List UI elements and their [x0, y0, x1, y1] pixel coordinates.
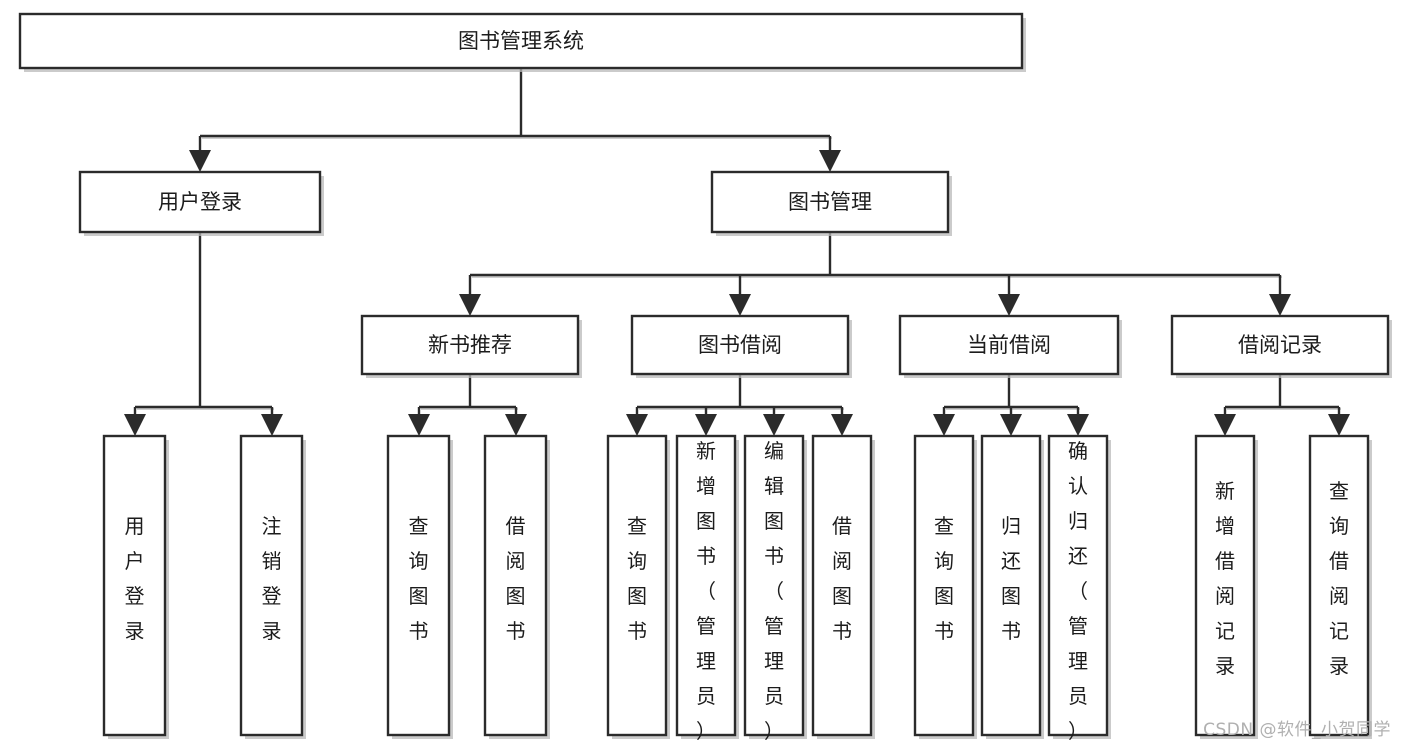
node-label-current-borrow: 当前借阅 [967, 333, 1051, 357]
node-label-root: 图书管理系统 [458, 29, 584, 53]
node-label-borrow-record: 借阅记录 [1238, 333, 1322, 357]
node-box-fn-confirm-return[interactable] [1047, 434, 1109, 737]
node-label-book-borrow: 图书借阅 [698, 333, 782, 357]
node-label-fn-add-borrow-record: 新增借阅记录 [1215, 479, 1235, 678]
node-box-fn-logout[interactable] [239, 434, 304, 737]
watermark-label: CSDN @软件_小贺同学 [1203, 720, 1391, 740]
node-label-fn-query-borrow-record: 查询借阅记录 [1329, 479, 1349, 678]
node-label-book-manage: 图书管理 [788, 190, 872, 214]
node-box-fn-user-login[interactable] [102, 434, 167, 737]
node-box-fn-query-borrow-record[interactable] [1308, 434, 1370, 737]
node-label-fn-borrow-book: 借阅图书 [832, 514, 852, 643]
node-box-fn-query-book-current[interactable] [913, 434, 975, 737]
node-box-fn-edit-book[interactable] [743, 434, 805, 737]
node-label-fn-query-book-current: 查询图书 [934, 514, 954, 643]
node-box-new-book-recommend[interactable] [360, 314, 580, 376]
node-box-fn-add-book[interactable] [675, 434, 737, 737]
node-label-fn-borrow-book-recommend: 借阅图书 [506, 514, 526, 643]
node-label-fn-confirm-return: 确认归还（管理员） [1068, 439, 1088, 743]
node-label-user-login: 用户登录 [158, 190, 242, 214]
node-label-fn-add-book: 新增图书（管理员） [696, 439, 716, 743]
node-box-fn-borrow-book[interactable] [811, 434, 873, 737]
node-box-borrow-record[interactable] [1170, 314, 1390, 376]
node-box-fn-add-borrow-record[interactable] [1194, 434, 1256, 737]
node-label-fn-logout: 注销登录 [262, 514, 282, 643]
node-label-fn-query-book-borrow: 查询图书 [627, 514, 647, 643]
node-label-fn-return-book: 归还图书 [1001, 514, 1021, 643]
node-label-new-book-recommend: 新书推荐 [428, 333, 512, 357]
node-label-fn-edit-book: 编辑图书（管理员） [764, 439, 784, 743]
node-box-root[interactable] [18, 12, 1024, 70]
node-box-book-manage[interactable] [710, 170, 950, 234]
node-box-fn-borrow-book-recommend[interactable] [483, 434, 548, 737]
node-box-fn-query-book-borrow[interactable] [606, 434, 668, 737]
node-box-book-borrow[interactable] [630, 314, 850, 376]
node-box-current-borrow[interactable] [898, 314, 1120, 376]
node-label-fn-user-login: 用户登录 [125, 514, 145, 643]
node-box-fn-query-book-recommend[interactable] [386, 434, 451, 737]
node-label-fn-query-book-recommend: 查询图书 [409, 514, 429, 643]
node-box-fn-return-book[interactable] [980, 434, 1042, 737]
node-box-user-login[interactable] [78, 170, 322, 234]
